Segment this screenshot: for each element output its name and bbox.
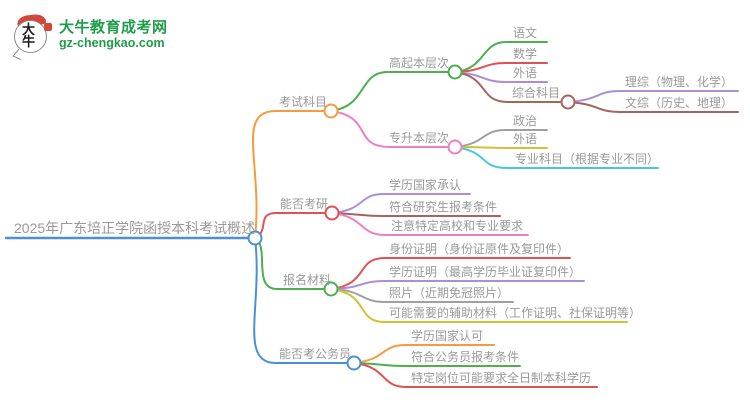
edge-comprehensive-liberalarts — [567, 101, 739, 113]
label-auxiliary: 可能需要的辅助材料（工作证明、社保证明等） — [389, 305, 641, 320]
edge-comprehensive-science — [567, 90, 739, 103]
node-circle-exam-subjects — [323, 103, 339, 119]
edge-exam-upgrade — [330, 110, 449, 148]
edge-highstart-comprehensive — [454, 71, 562, 103]
edge-materials-auxiliary — [330, 288, 628, 323]
label-liberal-comp: 文综（历史、地理） — [625, 95, 733, 110]
edge-root-civilservant — [253, 237, 348, 364]
edge-civil-fulltime — [353, 362, 598, 388]
logo-text-block: 大牛教育成考网 gz-chengkao.com — [59, 19, 168, 51]
label-comprehensive: 综合科目 — [512, 85, 560, 100]
label-upgrade: 专升本层次 — [389, 130, 449, 145]
node-circle-gradschool — [324, 205, 340, 221]
node-circle-highstart — [447, 64, 463, 80]
node-circle-root — [247, 230, 263, 246]
edge-materials-id — [330, 257, 571, 290]
logo-seal-icon — [44, 23, 52, 31]
label-gradschool: 能否考研 — [280, 197, 328, 211]
label-photo: 照片（近期免冠照片） — [389, 285, 509, 300]
node-circle-materials — [323, 281, 339, 297]
edge-root-exam-subjects — [252, 110, 326, 239]
edge-upgrade-foreignlang — [454, 146, 548, 149]
edge-highstart-chinese — [454, 41, 548, 73]
label-civil-conditions: 符合公务员报考条件 — [411, 349, 519, 364]
label-grad-requirements: 注意特定高校和专业要求 — [391, 218, 523, 233]
label-materials: 报名材料 — [283, 272, 331, 287]
label-grad-recognized: 学历国家承认 — [389, 177, 461, 192]
label-civil-fulltime: 特定岗位可能要求全日制本科学历 — [411, 370, 591, 385]
edge-materials-diploma — [330, 280, 585, 290]
label-foreignlang-high: 外语 — [513, 66, 537, 80]
edge-exam-highstart — [330, 71, 449, 112]
edge-upgrade-major — [454, 146, 659, 169]
label-politics: 政治 — [513, 114, 537, 128]
logo-badge-text: 大牛 — [22, 22, 36, 49]
label-civilservant: 能否考公务员 — [279, 346, 351, 361]
label-root: 2025年广东培正学院函授本科考试概述 — [14, 220, 255, 236]
label-math: 数学 — [513, 46, 537, 61]
label-grad-conditions: 符合研究生报考条件 — [389, 199, 497, 214]
edge-grad-conditions — [331, 212, 501, 217]
logo-circle — [14, 20, 47, 53]
edge-grad-requirements — [331, 212, 529, 236]
edge-upgrade-politics — [454, 129, 548, 148]
edge-highstart-math — [454, 62, 548, 73]
label-id-proof: 身份证明（身份证原件及复印件） — [389, 241, 569, 256]
label-highstart: 高起本层次 — [389, 55, 449, 70]
edge-root-gradschool — [254, 212, 327, 239]
edge-civil-conditions — [353, 362, 521, 367]
label-exam-subjects: 考试科目 — [279, 94, 327, 109]
edge-materials-photo — [330, 288, 514, 303]
label-diploma-proof: 学历证明（最高学历毕业证复印件） — [389, 264, 581, 279]
node-circle-comprehensive — [560, 94, 576, 110]
edge-grad-recognized — [331, 193, 471, 214]
edge-civil-recognized — [353, 344, 495, 364]
label-civil-recognized: 学历国家认可 — [411, 328, 483, 343]
node-circle-civilservant — [346, 355, 362, 371]
site-logo: 大牛 大牛教育成考网 gz-chengkao.com — [12, 13, 168, 60]
logo-bull-icon: 大牛 — [12, 13, 54, 60]
node-circle-upgrade — [447, 139, 463, 155]
label-science-comp: 理综（物理、化学） — [625, 74, 733, 89]
logo-url: gz-chengkao.com — [59, 36, 165, 50]
label-foreignlang-up: 外语 — [513, 132, 537, 146]
logo-title: 大牛教育成考网 — [59, 19, 168, 36]
label-major-subject: 专业科目（根据专业不同） — [515, 151, 659, 166]
label-chinese: 语文 — [513, 25, 537, 40]
